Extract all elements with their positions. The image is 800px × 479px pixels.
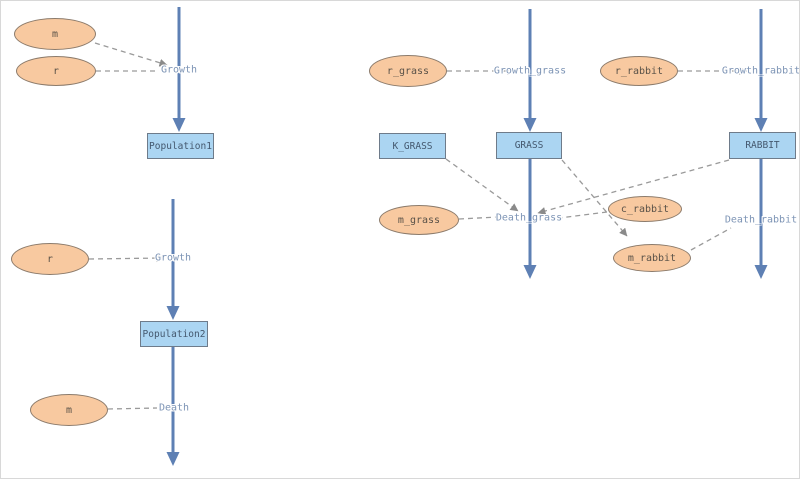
param-label: r (52, 65, 60, 77)
link-grass-to-mrabbit[interactable] (561, 159, 628, 237)
param-label: m_rabbit (627, 252, 677, 264)
stock-label: Population2 (142, 328, 206, 340)
param-r-population1[interactable]: r (16, 56, 96, 86)
flow-label-growth-grass[interactable]: Growth_grass (493, 65, 567, 77)
link-kgrass-to-deathgrass[interactable] (445, 158, 519, 212)
flow-label-death2[interactable]: Death (158, 402, 190, 414)
stock-label: RABBIT (745, 140, 780, 151)
param-label: m (51, 28, 59, 40)
param-c-rabbit[interactable]: c_rabbit (608, 196, 682, 222)
flow-label-growth-rabbit[interactable]: Growth_rabbit (721, 65, 800, 77)
stock-population2[interactable]: Population2 (140, 321, 208, 347)
flow-label-growth1[interactable]: Growth (160, 64, 198, 76)
flow-death-grass[interactable] (523, 159, 537, 279)
param-r-population2[interactable]: r (11, 243, 89, 275)
param-r-rabbit[interactable]: r_rabbit (600, 56, 678, 86)
stock-k-grass[interactable]: K_GRASS (379, 133, 446, 159)
stock-rabbit[interactable]: RABBIT (729, 132, 796, 159)
flow-label-death-grass[interactable]: Death_grass (495, 212, 563, 224)
flow-death-population2[interactable] (166, 347, 180, 466)
link-crabbit-to-deathgrass[interactable] (558, 211, 608, 219)
link-rabbit-to-deathgrass[interactable] (537, 159, 730, 215)
stock-label: Population1 (149, 140, 212, 152)
param-m-population1[interactable]: m (14, 18, 96, 50)
flow-death-rabbit[interactable] (754, 159, 768, 279)
param-label: r (46, 253, 54, 265)
param-m-population2[interactable]: m (30, 394, 108, 426)
stock-population1[interactable]: Population1 (147, 133, 214, 159)
link-m-to-death2[interactable] (107, 407, 158, 410)
stock-label: K_GRASS (392, 140, 433, 152)
param-label: r_rabbit (614, 65, 664, 77)
param-m-grass[interactable]: m_grass (379, 205, 459, 235)
stock-grass[interactable]: GRASS (496, 132, 562, 159)
link-mgrass-to-deathgrass[interactable] (458, 216, 499, 220)
param-label: m (65, 404, 73, 416)
flow-growth-population1[interactable] (172, 7, 186, 132)
flow-label-death-rabbit[interactable]: Death_rabbit (724, 214, 798, 226)
flow-growth-population2[interactable] (166, 199, 180, 320)
stock-label: GRASS (514, 140, 544, 151)
link-r-to-growth2[interactable] (88, 254, 165, 263)
flow-growth-rabbit[interactable] (754, 9, 768, 132)
link-m-to-growth1[interactable] (94, 42, 168, 67)
param-m-rabbit[interactable]: m_rabbit (613, 244, 691, 272)
param-label: r_grass (386, 65, 430, 77)
flow-growth-grass[interactable] (523, 9, 537, 132)
param-r-grass[interactable]: r_grass (369, 55, 447, 87)
flow-label-growth2[interactable]: Growth (154, 252, 192, 264)
link-mrabbit-to-deathrabbit[interactable] (690, 227, 732, 251)
param-label: c_rabbit (620, 203, 670, 215)
param-label: m_grass (397, 214, 441, 226)
